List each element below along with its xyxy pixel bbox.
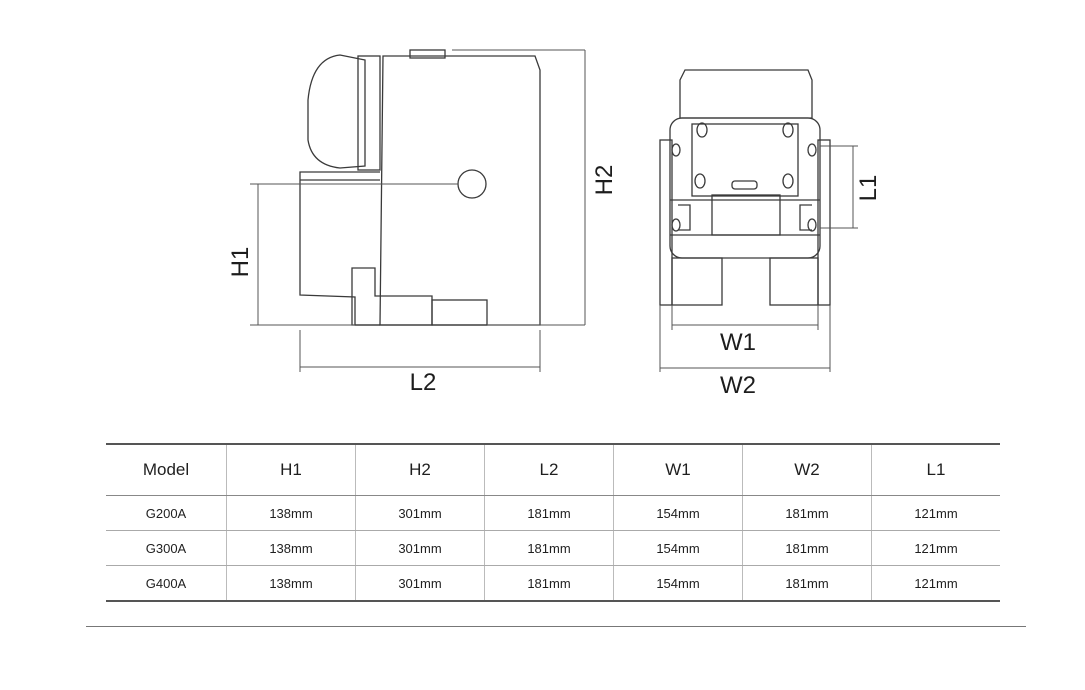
cell-l1: 121mm	[871, 565, 1000, 602]
cell-w1: 154mm	[613, 565, 743, 602]
cell-h2: 301mm	[355, 495, 485, 531]
header-l1: L1	[871, 443, 1000, 496]
dimensions-table: Model H1 H2 L2 W1 W2 L1 G200A 138mm 301m…	[106, 443, 1000, 602]
l2-label: L2	[410, 369, 437, 396]
table-row: G400A 138mm 301mm 181mm 154mm 181mm 121m…	[106, 565, 1000, 602]
technical-drawing: H2 H1 L2 W1 W2 L1	[227, 49, 882, 399]
cell-l2: 181mm	[484, 530, 614, 566]
cell-h1: 138mm	[226, 565, 356, 602]
side-view-dimensions	[250, 49, 586, 372]
header-h1: H1	[226, 443, 356, 496]
cell-l1: 121mm	[871, 530, 1000, 566]
table-row: G300A 138mm 301mm 181mm 154mm 181mm 121m…	[106, 530, 1000, 566]
header-w1: W1	[613, 443, 743, 496]
h2-label: H2	[591, 165, 618, 196]
cell-h2: 301mm	[355, 530, 485, 566]
cell-l2: 181mm	[484, 565, 614, 602]
cell-model: G400A	[106, 565, 227, 602]
cell-w2: 181mm	[742, 565, 872, 602]
cell-model: G200A	[106, 495, 227, 531]
cell-l1: 121mm	[871, 495, 1000, 531]
cell-w2: 181mm	[742, 530, 872, 566]
bottom-divider	[86, 626, 1026, 627]
cell-w1: 154mm	[613, 495, 743, 531]
l1-label: L1	[855, 175, 882, 202]
header-model: Model	[106, 443, 227, 496]
cell-w1: 154mm	[613, 530, 743, 566]
w2-label: W2	[720, 372, 756, 399]
header-l2: L2	[484, 443, 614, 496]
front-view-dimensions	[659, 145, 858, 372]
cell-h1: 138mm	[226, 530, 356, 566]
cell-h2: 301mm	[355, 565, 485, 602]
front-view	[659, 69, 831, 306]
h1-label: H1	[227, 247, 254, 278]
table-header-row: Model H1 H2 L2 W1 W2 L1	[106, 443, 1000, 496]
side-view	[299, 49, 541, 326]
header-h2: H2	[355, 443, 485, 496]
cell-w2: 181mm	[742, 495, 872, 531]
cell-h1: 138mm	[226, 495, 356, 531]
table-row: G200A 138mm 301mm 181mm 154mm 181mm 121m…	[106, 495, 1000, 531]
header-w2: W2	[742, 443, 872, 496]
cell-l2: 181mm	[484, 495, 614, 531]
cell-model: G300A	[106, 530, 227, 566]
w1-label: W1	[720, 329, 756, 356]
